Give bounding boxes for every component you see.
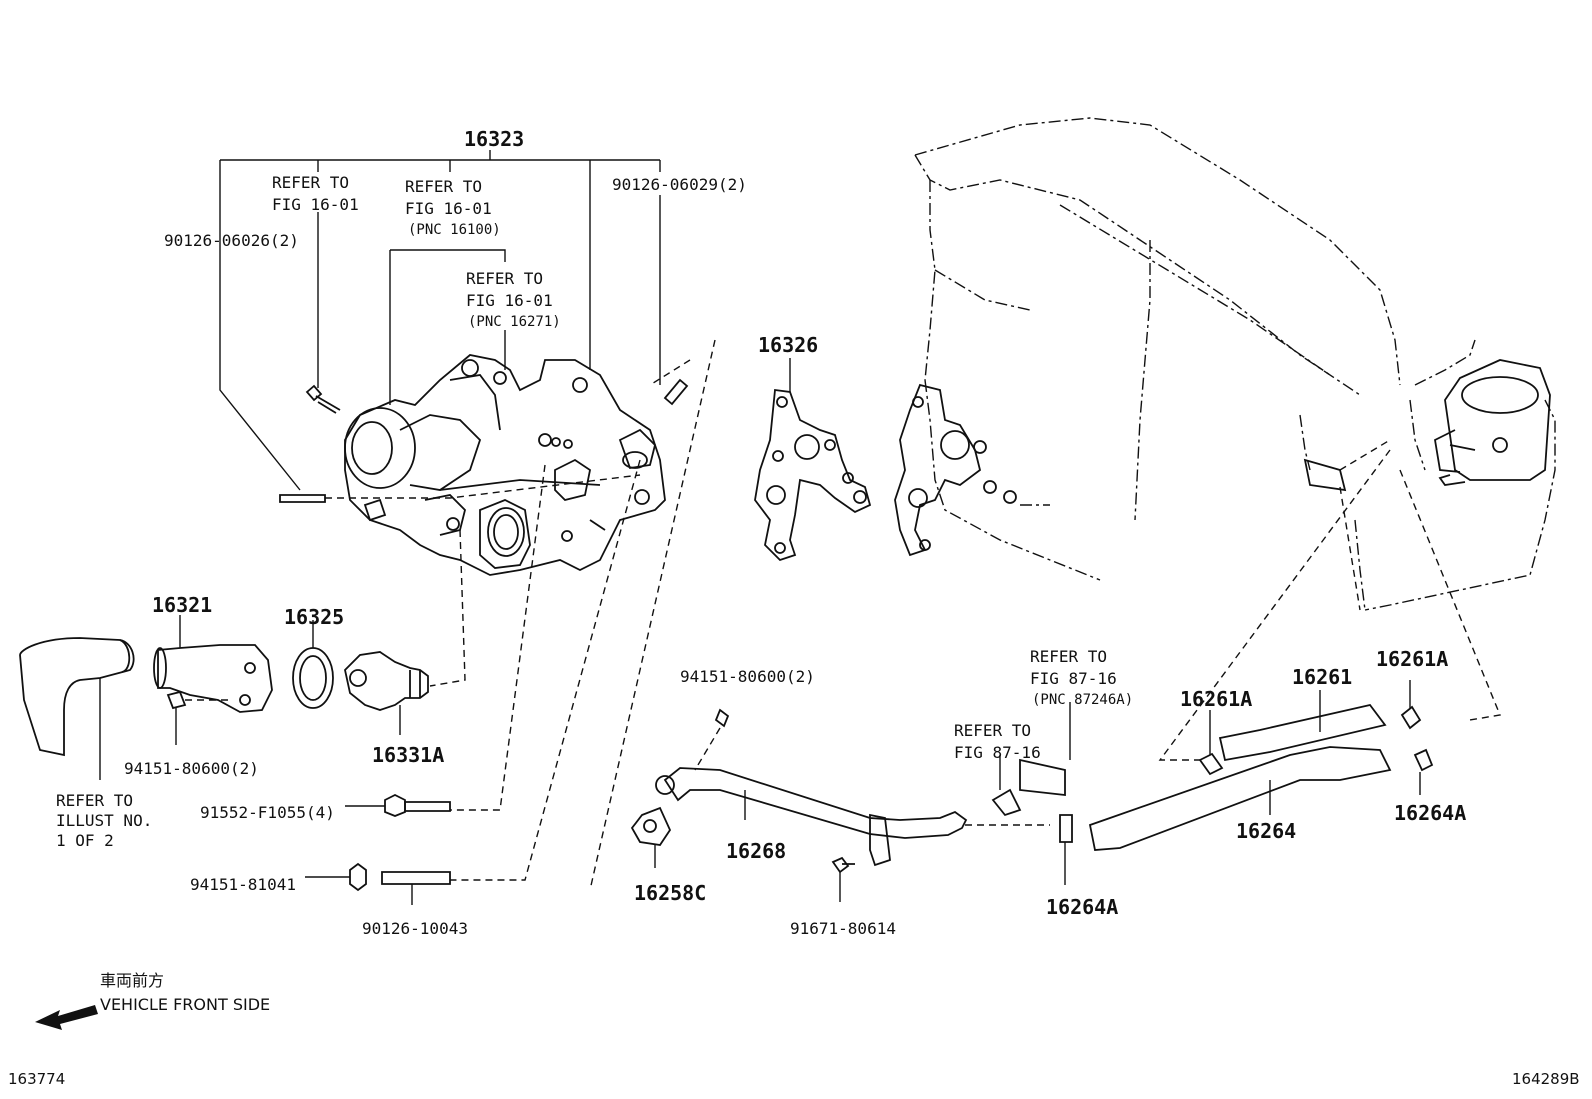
label-16331A: 16331A [372, 743, 444, 767]
label-refer-fig8716-b-line2: FIG 87-16 [954, 743, 1041, 762]
engine-block [894, 117, 1556, 761]
label-94151-80600-left: 94151-80600(2) [124, 759, 259, 778]
label-16261A-left: 16261A [1180, 687, 1252, 711]
radiator-hose [19, 637, 135, 780]
label-91671-80614: 91671-80614 [790, 919, 896, 938]
gasket-16326 [754, 358, 872, 562]
illustration-id-left: 163774 [8, 1070, 65, 1088]
label-refer-fig1601-a-line1: REFER TO [272, 173, 349, 192]
water-pipe-16268 [630, 708, 1050, 902]
gasket-16325 [292, 620, 334, 709]
label-16323: 16323 [464, 127, 524, 151]
label-91552-F1055: 91552-F1055(4) [200, 803, 335, 822]
label-16325: 16325 [284, 605, 344, 629]
label-94151-80600-mid: 94151-80600(2) [680, 667, 815, 686]
label-94151-81041: 94151-81041 [190, 875, 296, 894]
nut-stud-94151-90126 [305, 862, 451, 905]
label-90126-10043: 90126-10043 [362, 919, 468, 938]
water-pump-housing [344, 354, 666, 576]
label-refer-fig8716-b-line1: REFER TO [954, 721, 1031, 740]
vehicle-front-arrow-icon [35, 1005, 98, 1030]
label-16264A-right: 16264A [1394, 801, 1466, 825]
label-refer-fig8716-a-line2: FIG 87-16 [1030, 669, 1117, 688]
illustration-id-right: 164289B [1512, 1070, 1580, 1088]
label-refer-fig1601-b-line1: REFER TO [405, 177, 482, 196]
label-refer-fig1601-c-line3: (PNC 16271) [468, 314, 561, 330]
label-refer-fig1601-a-line2: FIG 16-01 [272, 195, 359, 214]
label-16326: 16326 [758, 333, 818, 357]
label-90126-06026: 90126-06026(2) [164, 231, 299, 250]
housing-fasteners [279, 378, 689, 503]
label-refer-fig8716-a-line3: (PNC 87246A) [1032, 692, 1133, 708]
leader-lines-16323 [219, 150, 661, 491]
label-refer-fig1601-b-line2: FIG 16-01 [405, 199, 492, 218]
water-inlet-16321 [153, 615, 273, 745]
label-refer-fig1601-b-line3: (PNC 16100) [408, 222, 501, 238]
label-16268: 16268 [726, 839, 786, 863]
label-16261: 16261 [1292, 665, 1352, 689]
housing-dash-lines [325, 339, 716, 891]
label-16258C: 16258C [634, 881, 706, 905]
label-16321: 16321 [152, 593, 212, 617]
label-front-jp: 車両前方 [100, 971, 164, 990]
bolt-91552 [345, 793, 451, 817]
label-refer-fig1601-c-line1: REFER TO [466, 269, 543, 288]
label-refer-fig8716-a-line1: REFER TO [1030, 647, 1107, 666]
label-refer-fig1601-c-line2: FIG 16-01 [466, 291, 553, 310]
thermostat-16331A [344, 651, 429, 735]
label-refer-illust-line3: 1 OF 2 [56, 831, 114, 850]
label-refer-illust-line1: REFER TO [56, 791, 133, 810]
label-refer-illust-line2: ILLUST NO. [56, 811, 152, 830]
label-16264: 16264 [1236, 819, 1296, 843]
labels: 16323 REFER TO FIG 16-01 REFER TO FIG 16… [8, 127, 1580, 1088]
label-16261A-right: 16261A [1376, 647, 1448, 671]
label-16264A-mid: 16264A [1046, 895, 1118, 919]
label-front-en: VEHICLE FRONT SIDE [100, 995, 270, 1014]
hose-right-group [991, 680, 1434, 885]
label-90126-06029: 90126-06029(2) [612, 175, 747, 194]
